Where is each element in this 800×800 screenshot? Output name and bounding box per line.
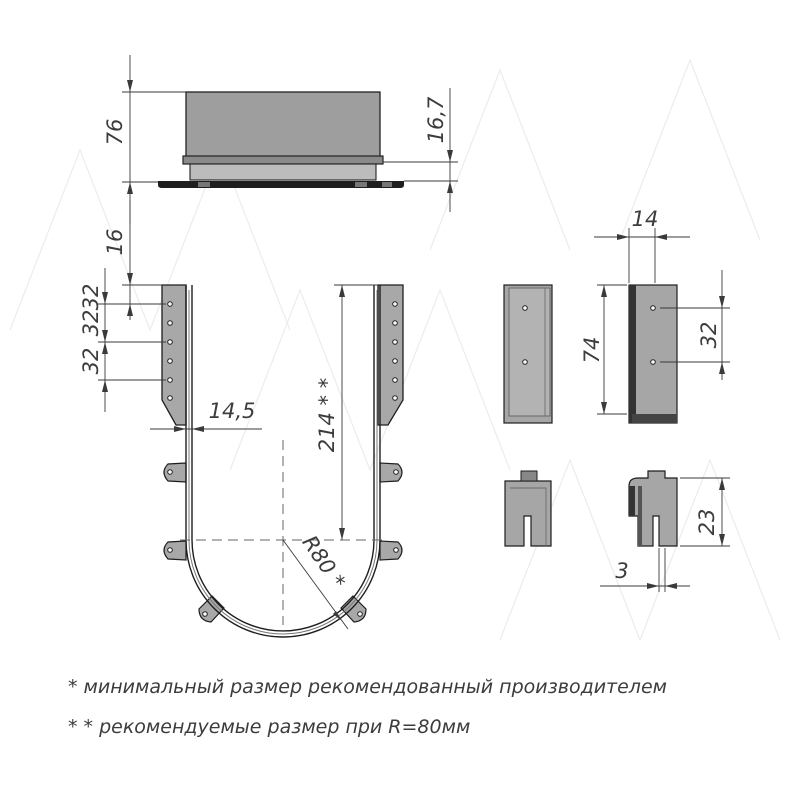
dim-76-label: 76: [103, 119, 127, 146]
dim-14-5-label: 14,5: [209, 399, 256, 423]
ear-holes: [167, 469, 399, 617]
dim-14-5: 14,5: [150, 399, 262, 432]
profile-flange: [158, 181, 404, 188]
clip-bottom-front-body: [504, 480, 552, 547]
clip-side-back: [629, 285, 636, 423]
left-mounting-plate: [161, 284, 187, 426]
u-profile-plan-view: [161, 284, 404, 638]
clip-bottom-side-body: [628, 470, 678, 547]
profile-base: [189, 163, 377, 181]
right-plate-holes: [392, 301, 398, 401]
ear-left-lower: [198, 595, 225, 623]
profile-tab-far: [382, 182, 392, 187]
left-plate-holes: [167, 301, 173, 401]
ear-right-middle: [379, 540, 403, 561]
dim-214-label: 214 * *: [315, 378, 339, 452]
dim-32-c-label: 32: [79, 348, 103, 375]
dim-32-b-label: 32: [79, 284, 103, 311]
clip-side-view: [628, 284, 678, 424]
dim-hole-pitch-left: 32 32 32: [79, 268, 166, 412]
ear-right-upper: [379, 462, 403, 483]
ear-left-upper: [163, 462, 187, 483]
dim-16-label: 16: [103, 229, 127, 256]
dim-16-7-label: 16,7: [424, 96, 448, 143]
clip-side-lip: [632, 414, 677, 423]
dim-23: 23: [680, 477, 730, 547]
dim-clip-32-label: 32: [697, 322, 721, 349]
clip-front-view: [503, 284, 553, 424]
ear-left-middle: [163, 540, 187, 561]
right-mounting-plate: [377, 284, 404, 426]
note-recommended-size: * * рекомендуемые размер при R=80мм: [68, 716, 470, 738]
dim-clip-32: 32: [660, 270, 730, 380]
profile-tab-right: [355, 182, 367, 187]
dim-16-7: 16,7: [383, 88, 458, 212]
clip-bottom-side: [628, 470, 678, 547]
dim-3: 3: [600, 548, 690, 592]
dim-3-label: 3: [615, 559, 628, 583]
dim-16: 16: [103, 200, 166, 320]
top-profile-view: [158, 91, 404, 188]
dim-14-label: 14: [632, 207, 659, 231]
dim-74-label: 74: [580, 337, 604, 364]
dim-32-a-label: 32: [79, 310, 103, 337]
dim-74: 74: [580, 284, 627, 415]
u-channel-outer: [185, 285, 381, 638]
dim-23-label: 23: [695, 509, 719, 536]
note-minimal-size: * минимальный размер рекомендованный про…: [68, 676, 667, 698]
clip-front-inner: [508, 287, 551, 417]
clip-bottom-front: [504, 470, 552, 547]
ear-right-lower: [340, 595, 367, 623]
profile-body: [185, 91, 381, 159]
dim-214: 214 * *: [315, 284, 378, 540]
u-channel-inner: [191, 285, 375, 632]
dim-14: 14: [594, 207, 690, 283]
dim-76: 76: [103, 55, 186, 224]
profile-collar: [182, 155, 384, 165]
profile-tab-left: [198, 182, 210, 187]
u-channel-mid: [188, 290, 378, 635]
